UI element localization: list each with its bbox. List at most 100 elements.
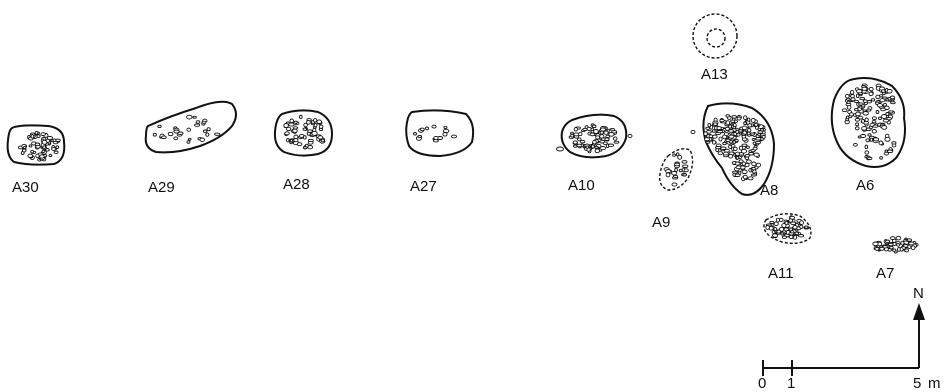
stone	[859, 97, 866, 101]
stone	[879, 246, 885, 251]
stone	[882, 245, 888, 249]
stone	[845, 102, 852, 107]
stone	[612, 136, 618, 141]
stone	[311, 130, 318, 136]
stone	[732, 140, 736, 144]
scale-bar: 0 1 5 m	[758, 360, 941, 392]
feature-a13: A13	[692, 13, 738, 83]
stone	[861, 126, 868, 131]
stone	[890, 101, 896, 105]
stone	[857, 135, 862, 139]
stone	[312, 118, 318, 123]
stone-cluster	[765, 215, 810, 240]
stone	[576, 143, 583, 148]
stone	[888, 110, 894, 114]
stone	[879, 156, 883, 160]
stone	[302, 146, 308, 150]
stone	[582, 127, 588, 131]
feature-a27-label: A27	[410, 178, 437, 195]
stone	[900, 240, 905, 246]
stone	[285, 126, 292, 132]
stone	[884, 105, 890, 110]
scale-label-1: 1	[787, 375, 795, 392]
feature-a9-outline	[658, 148, 694, 191]
stone	[738, 129, 743, 133]
stone	[595, 135, 601, 140]
stone	[41, 149, 46, 153]
stone	[871, 129, 877, 134]
feature-a27: A27	[405, 109, 475, 195]
stone	[883, 151, 889, 156]
stone	[910, 245, 916, 251]
stone	[205, 132, 210, 137]
stone	[293, 138, 299, 143]
stone	[682, 173, 688, 177]
stone	[27, 153, 33, 158]
stone	[719, 118, 725, 123]
stone	[725, 114, 730, 118]
stone	[714, 146, 722, 150]
feature-a27-outline	[405, 109, 475, 158]
stone	[864, 144, 869, 150]
stone	[866, 108, 872, 112]
stone	[743, 121, 747, 126]
stone	[578, 131, 583, 137]
stone	[846, 105, 852, 110]
feature-a9: A9	[652, 129, 696, 231]
feature-a29-label: A29	[148, 179, 175, 196]
stone	[199, 137, 205, 142]
stone	[892, 248, 897, 252]
stone-cluster	[853, 133, 897, 161]
stone	[745, 145, 750, 149]
stone	[296, 142, 303, 147]
stone	[723, 132, 729, 137]
stone	[34, 130, 39, 135]
stone	[891, 141, 897, 145]
stone	[884, 136, 891, 142]
feature-a7: A7	[872, 235, 919, 282]
stone	[841, 108, 848, 113]
stone	[450, 134, 458, 139]
stone	[892, 242, 897, 246]
stone	[750, 173, 758, 177]
stone	[613, 140, 620, 144]
stone	[55, 145, 60, 150]
stone	[206, 127, 211, 132]
stone	[870, 98, 876, 102]
stone	[41, 139, 48, 145]
stone	[307, 145, 314, 150]
feature-a11-label: A11	[768, 265, 794, 282]
stone	[854, 107, 859, 112]
feature-a10-outline	[560, 113, 628, 159]
stone	[712, 134, 718, 139]
stone	[773, 221, 779, 226]
stone	[735, 130, 740, 134]
stone	[752, 146, 758, 151]
stone	[866, 156, 873, 160]
stone	[855, 93, 860, 98]
stone	[747, 123, 753, 128]
stone	[419, 127, 425, 132]
stone	[761, 134, 766, 139]
stone	[201, 120, 207, 124]
stone-cluster	[568, 123, 620, 154]
stone	[755, 137, 762, 141]
stone	[705, 126, 711, 130]
stone	[776, 229, 782, 234]
stone	[886, 149, 894, 154]
stone	[673, 174, 679, 178]
stone	[283, 123, 289, 128]
stone	[711, 129, 716, 133]
stone	[760, 128, 765, 132]
stray-stone	[627, 133, 633, 139]
stone	[722, 141, 727, 146]
stone	[732, 146, 738, 152]
stone	[741, 161, 746, 166]
scale-label-0: 0	[758, 375, 766, 392]
stone	[864, 150, 870, 155]
stone	[607, 143, 614, 147]
stone	[849, 112, 854, 117]
stone	[707, 122, 712, 128]
stone	[861, 118, 865, 124]
